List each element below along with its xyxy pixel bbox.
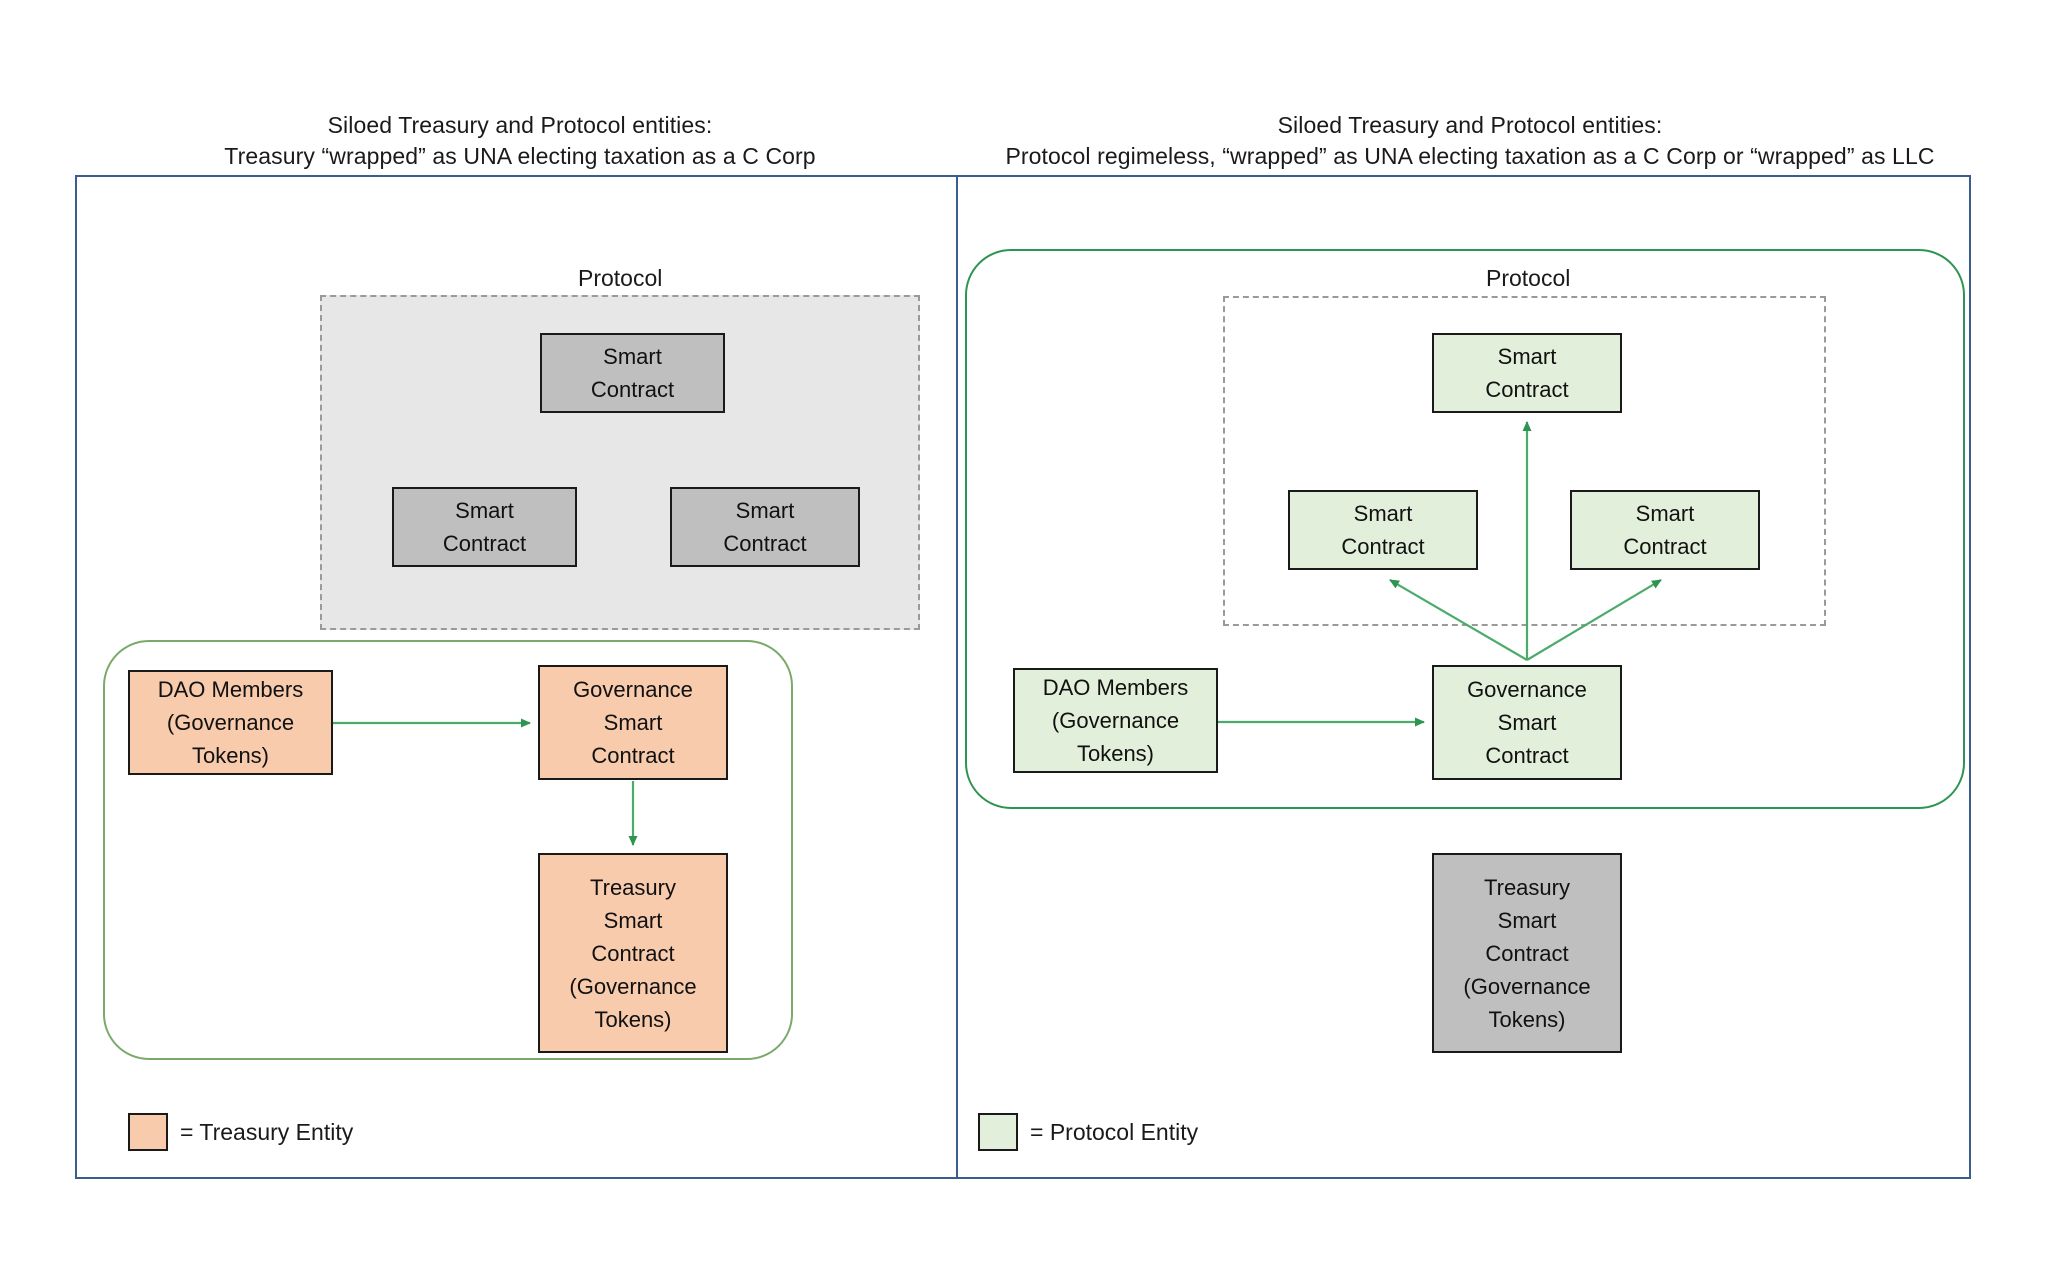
- node-line: Smart: [603, 344, 662, 369]
- left-panel-frame: [75, 175, 958, 1179]
- node-line: Treasury: [1484, 874, 1570, 900]
- node-line: Tokens): [191, 743, 270, 768]
- right-dao-members[interactable]: DAO Members (Governance Tokens): [1013, 668, 1218, 773]
- right-panel-title: Siloed Treasury and Protocol entities: P…: [970, 110, 1970, 172]
- left-governance-smart-contract[interactable]: Governance Smart Contract: [538, 665, 728, 780]
- node-line: DAO Members: [1042, 675, 1189, 700]
- right-title-line-1: Siloed Treasury and Protocol entities:: [1277, 112, 1663, 138]
- legend-swatch-treasury-entity: [128, 1113, 168, 1151]
- left-treasury-smart-contract[interactable]: Treasury Smart Contract (Governance Toke…: [538, 853, 728, 1053]
- node-line: (Governance: [166, 710, 295, 735]
- node-line: Contract: [590, 377, 675, 402]
- left-dao-members[interactable]: DAO Members (Governance Tokens): [128, 670, 333, 775]
- node-line: Smart: [1497, 907, 1557, 933]
- right-treasury-smart-contract[interactable]: Treasury Smart Contract (Governance Toke…: [1432, 853, 1622, 1053]
- node-line: Smart: [455, 498, 514, 523]
- node-line: Contract: [1485, 940, 1569, 966]
- left-title-line-1: Siloed Treasury and Protocol entities:: [327, 112, 713, 138]
- node-line: Smart: [603, 710, 663, 735]
- node-line: Governance: [1467, 677, 1587, 702]
- legend-swatch-protocol-entity: [978, 1113, 1018, 1151]
- node-line: Smart: [1497, 344, 1557, 369]
- node-line: Contract: [1623, 534, 1707, 559]
- right-smart-contract-top[interactable]: Smart Contract: [1432, 333, 1622, 413]
- left-smart-contract-right[interactable]: Smart Contract: [670, 487, 860, 567]
- node-line: Treasury: [590, 874, 676, 900]
- node-line: (Governance: [569, 973, 697, 999]
- node-line: Tokens): [594, 1006, 672, 1032]
- right-protocol-entity-wrapper: [965, 249, 1965, 809]
- node-line: Contract: [591, 940, 675, 966]
- node-line: Smart: [735, 498, 795, 523]
- node-line: Governance: [573, 677, 693, 702]
- node-line: Contract: [1341, 534, 1425, 559]
- legend-label-treasury-entity: = Treasury Entity: [180, 1119, 354, 1145]
- left-legend: = Treasury Entity: [128, 1113, 353, 1151]
- node-line: Contract: [1485, 377, 1569, 402]
- node-line: Contract: [723, 531, 807, 556]
- right-title-line-2: Protocol regimeless, “wrapped” as UNA el…: [1005, 143, 1935, 169]
- left-smart-contract-top[interactable]: Smart Contract: [540, 333, 725, 413]
- node-line: Smart: [1497, 710, 1557, 735]
- node-line: Contract: [591, 743, 675, 768]
- right-governance-smart-contract[interactable]: Governance Smart Contract: [1432, 665, 1622, 780]
- node-line: Contract: [442, 531, 527, 556]
- left-title-line-2: Treasury “wrapped” as UNA electing taxat…: [224, 143, 816, 169]
- node-line: (Governance: [1463, 973, 1591, 999]
- legend-label-protocol-entity: = Protocol Entity: [1030, 1119, 1199, 1145]
- node-line: Smart: [1353, 501, 1413, 526]
- node-line: Smart: [603, 907, 663, 933]
- left-protocol-label: Protocol: [570, 265, 671, 291]
- node-line: Tokens): [1488, 1006, 1566, 1032]
- left-panel-title: Siloed Treasury and Protocol entities: T…: [75, 110, 965, 172]
- node-line: (Governance: [1051, 708, 1180, 733]
- right-protocol-label: Protocol: [1478, 265, 1579, 291]
- node-line: Contract: [1485, 743, 1569, 768]
- right-panel-frame: [956, 175, 1971, 1179]
- node-line: DAO Members: [157, 677, 304, 702]
- left-smart-contract-left[interactable]: Smart Contract: [392, 487, 577, 567]
- right-smart-contract-right[interactable]: Smart Contract: [1570, 490, 1760, 570]
- left-treasury-entity-wrapper: [103, 640, 793, 1060]
- node-line: Tokens): [1076, 741, 1155, 766]
- node-line: Smart: [1635, 501, 1695, 526]
- right-smart-contract-left[interactable]: Smart Contract: [1288, 490, 1478, 570]
- right-legend: = Protocol Entity: [978, 1113, 1198, 1151]
